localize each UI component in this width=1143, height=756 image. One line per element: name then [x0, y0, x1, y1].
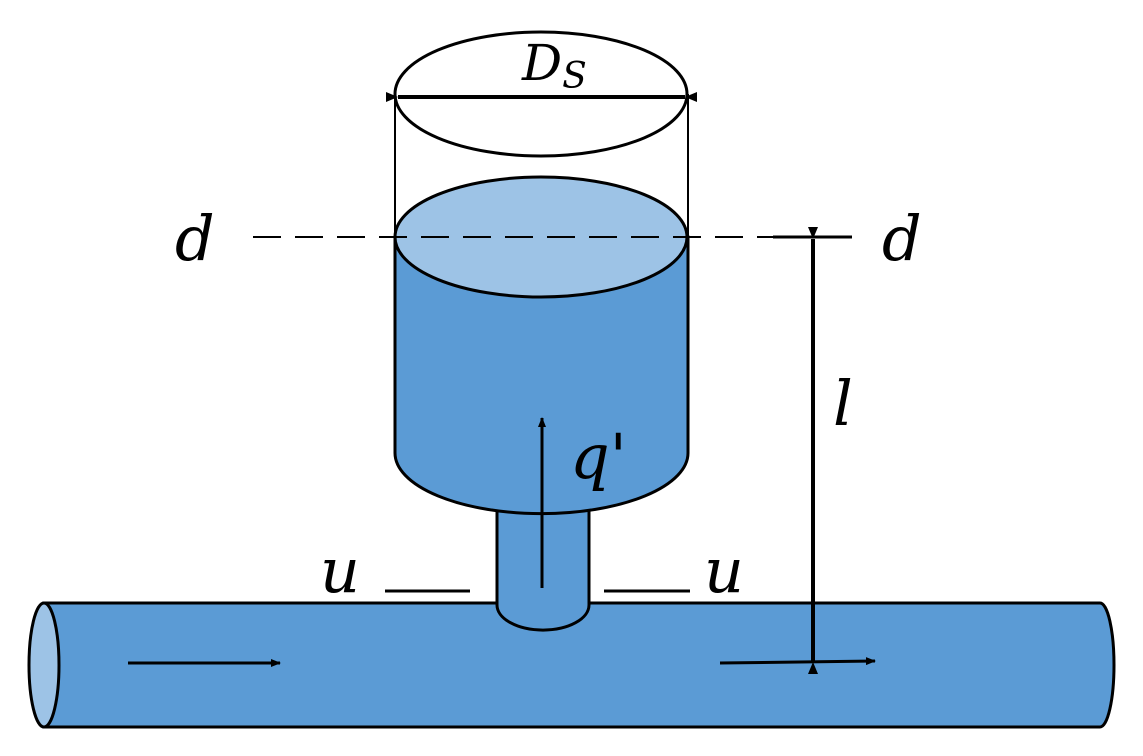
section-d-left-label: d [175, 202, 215, 275]
main-pipe-opening [27, 601, 61, 729]
diameter-label: DS [521, 34, 587, 97]
section-u-left-label: u [320, 534, 360, 607]
length-label: l [833, 367, 853, 440]
pipe-flow-arrow-right [719, 657, 876, 666]
main-pipe [27, 601, 1116, 729]
section-d-right-label: d [882, 202, 922, 275]
surge-tank [393, 30, 690, 516]
flow-label: q' [570, 420, 627, 493]
main-pipe-body [42, 601, 1116, 729]
tank-water-body [393, 235, 690, 516]
section-u-right-label: u [704, 534, 744, 607]
